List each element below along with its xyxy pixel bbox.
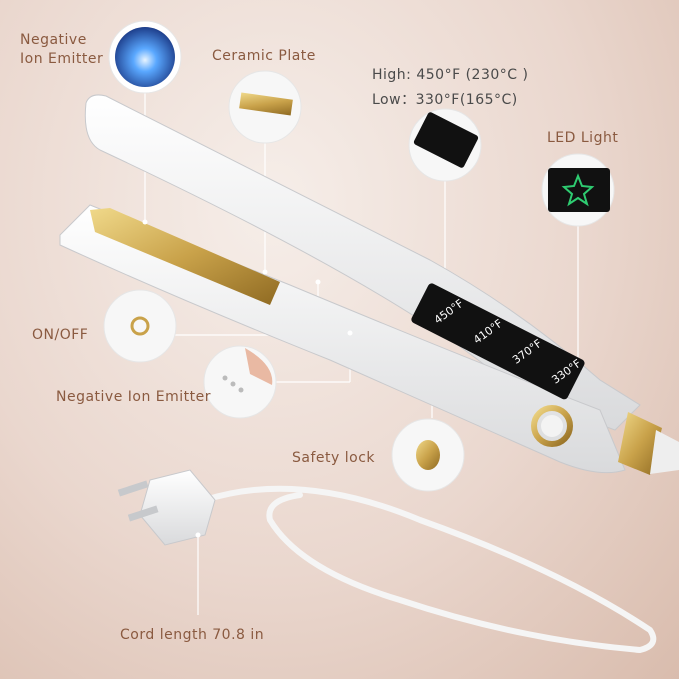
label-ceramic-plate: Ceramic Plate xyxy=(212,48,316,64)
label-temp-high: High: 450°F (230°C ) xyxy=(372,67,529,83)
label-on-off: ON/OFF xyxy=(32,327,89,343)
detail-circle-ceramic-plate xyxy=(228,70,302,144)
safety-lock-ring[interactable] xyxy=(531,405,573,447)
detail-circle-ion-emitter-top xyxy=(108,20,182,94)
detail-circle-temperature xyxy=(408,108,482,182)
label-negative-ion-emitter-line1: Negative xyxy=(20,32,87,48)
detail-circle-safety-lock xyxy=(391,418,465,492)
power-cord xyxy=(202,485,657,654)
label-cord-length: Cord length 70.8 in xyxy=(120,627,265,643)
label-negative-ion-emitter-mid: Negative Ion Emitter xyxy=(56,389,212,405)
plug xyxy=(117,469,216,546)
temp-setting-410[interactable]: 410°F xyxy=(471,316,506,347)
label-led-light: LED Light xyxy=(547,130,619,146)
temp-setting-370[interactable]: 370°F xyxy=(510,336,545,367)
detail-circle-on-off xyxy=(103,289,177,363)
callout-dots xyxy=(142,219,353,538)
detail-circle-ion-emitter-mid xyxy=(203,345,277,419)
detail-circle-led xyxy=(541,153,615,227)
temp-setting-330[interactable]: 330°F xyxy=(549,356,584,387)
cord-exit xyxy=(650,430,679,474)
led-star-icon xyxy=(561,173,595,207)
temp-setting-450[interactable]: 450°F xyxy=(432,296,467,327)
handle-collar xyxy=(618,412,662,475)
label-negative-ion-emitter-line2: Ion Emitter xyxy=(20,50,104,67)
label-safety-lock: Safety lock xyxy=(292,450,375,466)
ceramic-plate xyxy=(90,208,280,305)
label-negative-ion-emitter-top: Negative Ion Emitter xyxy=(20,31,103,69)
power-icon xyxy=(130,316,150,336)
temperature-panel xyxy=(411,283,585,400)
label-temp-low: Low：330°F(165°C) xyxy=(372,92,518,108)
